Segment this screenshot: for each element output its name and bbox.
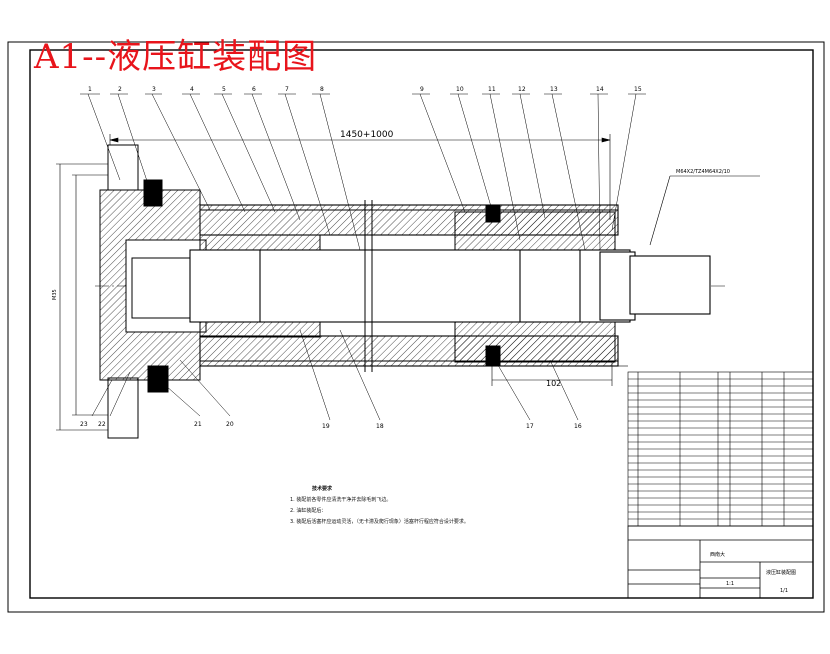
callout-9: 9 (420, 86, 424, 93)
drawing-title: A1--液压缸装配图 (34, 37, 318, 77)
callout-20: 20 (226, 421, 234, 428)
piston-rod (189, 249, 711, 323)
title-block-sheet: 1/1 (780, 588, 788, 594)
callout-19: 19 (322, 423, 330, 430)
technical-requirement-1: 1. 装配前各零件应清洗干净并去除毛刺飞边。 (290, 497, 392, 503)
callout-11: 11 (488, 86, 496, 93)
title-block-drawing-name: 液压缸装配图 (766, 569, 796, 576)
title-block-scale: 1:1 (726, 581, 734, 587)
gland-head (454, 211, 616, 363)
callout-21: 21 (194, 421, 202, 428)
callout-5: 5 (222, 86, 226, 93)
callout-23: 23 (80, 421, 88, 428)
callout-7: 7 (285, 86, 289, 93)
stroke-dimension (491, 362, 628, 386)
callout-18: 18 (376, 423, 384, 430)
callout-10: 10 (456, 86, 464, 93)
callout-2: 2 (118, 86, 122, 93)
stroke-dimension-label: 102 (546, 379, 561, 388)
technical-requirement-3: 3. 装配后活塞杆应运动灵活，（无卡滞及爬行现象）活塞杆行程应符合设计要求。 (290, 519, 469, 525)
parts-list-table (627, 371, 814, 527)
callout-1: 1 (88, 86, 92, 93)
inner-border (29, 49, 814, 599)
break-lines (364, 200, 373, 372)
callout-leaders (80, 93, 646, 421)
callouts-bottom: 23 22 21 20 19 18 17 16 (80, 421, 582, 430)
callout-17: 17 (526, 423, 534, 430)
callout-4: 4 (190, 86, 194, 93)
title-block-company: 西南大 (710, 551, 725, 558)
callout-16: 16 (574, 423, 582, 430)
callouts-top: 1 2 3 4 5 6 7 8 9 10 11 12 13 14 15 (88, 86, 642, 93)
callout-12: 12 (518, 86, 526, 93)
callout-3: 3 (152, 86, 156, 93)
thread-label: M64X2/TZ4M64X2/10 (676, 169, 730, 175)
callout-22: 22 (98, 421, 106, 428)
side-height-label: M35 (52, 289, 58, 300)
overall-dimension-label: 1450+1000 (340, 130, 394, 140)
callout-14: 14 (596, 86, 604, 93)
oil-ports (143, 179, 501, 393)
height-dimensions (56, 163, 110, 431)
callout-15: 15 (634, 86, 642, 93)
callout-13: 13 (550, 86, 558, 93)
callout-8: 8 (320, 86, 324, 93)
title-block (627, 525, 814, 599)
technical-requirements: 技术要求 1. 装配前各零件应清洗干净并去除毛刺飞边。 2. 油缸装配后： 3.… (290, 484, 510, 528)
thread-leader (649, 175, 760, 246)
technical-requirements-title: 技术要求 (312, 486, 333, 492)
callout-6: 6 (252, 86, 256, 93)
technical-requirement-2: 2. 油缸装配后： (290, 508, 327, 514)
outer-border (7, 41, 825, 613)
